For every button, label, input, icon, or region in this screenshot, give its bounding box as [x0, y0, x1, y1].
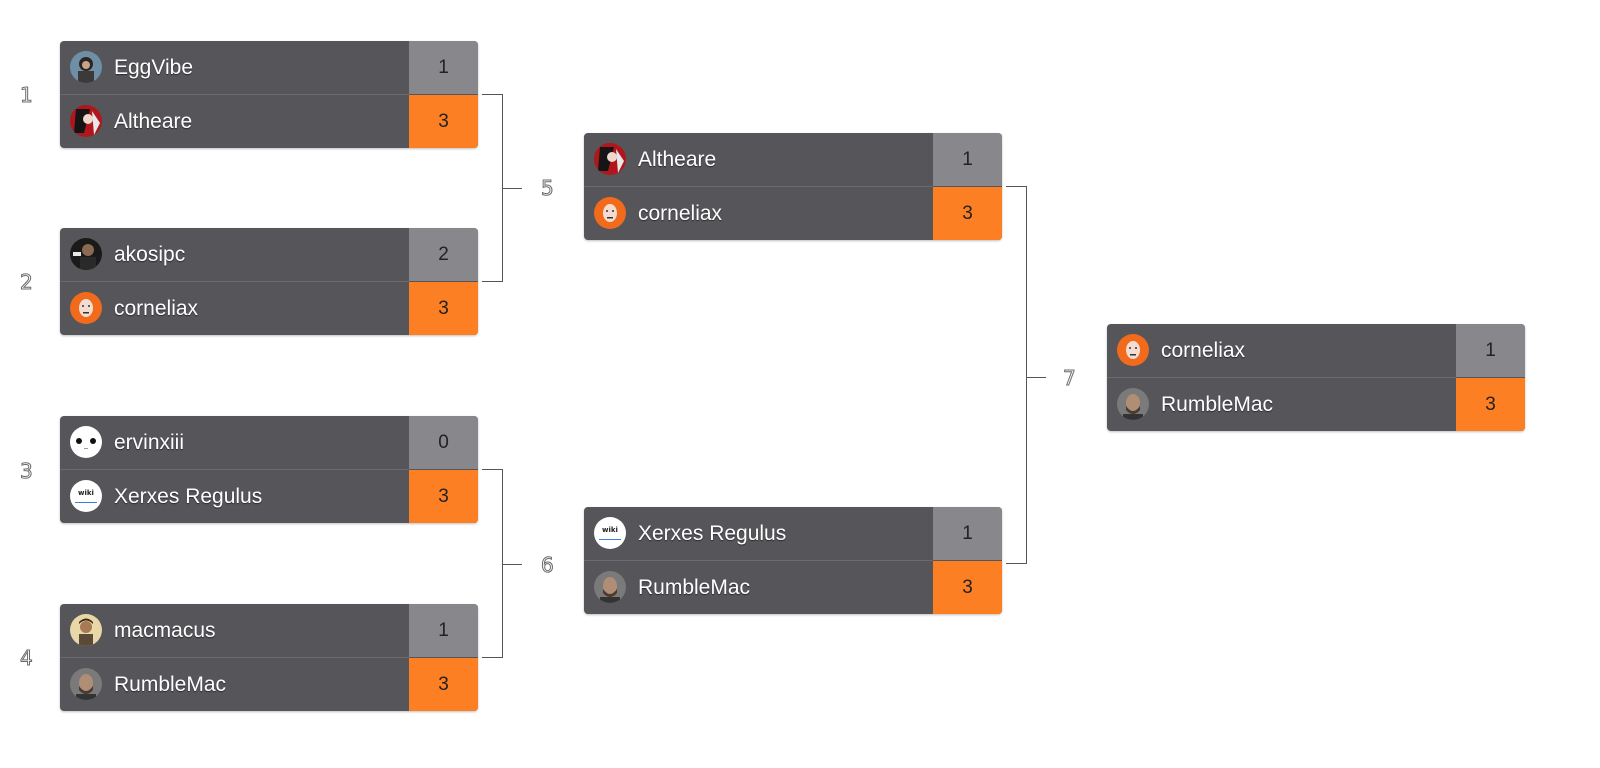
connector-1-2 — [482, 94, 503, 282]
participant-score: 1 — [409, 604, 478, 657]
row-divider — [60, 94, 409, 95]
participant-score: 3 — [933, 187, 1002, 240]
row-divider — [1107, 377, 1456, 378]
participant-row[interactable]: akosipc 2 — [60, 228, 478, 281]
participant-score: 1 — [933, 133, 1002, 186]
connector-tick-6 — [503, 564, 522, 565]
participant-name: corneliax — [114, 297, 199, 320]
participant-name: Altheare — [638, 148, 717, 171]
participant-row[interactable]: wiki Xerxes Regulus 1 — [584, 507, 1002, 560]
match-number-4: 4 — [20, 646, 34, 671]
participant-score: 1 — [1456, 324, 1525, 377]
match-card-3[interactable]: ervinxiii 0 wiki Xerxes Regulus 3 — [60, 416, 478, 523]
participant-name: Altheare — [114, 110, 193, 133]
participant-score: 1 — [933, 507, 1002, 560]
participant-score: 0 — [409, 416, 478, 469]
match-number-5: 5 — [541, 176, 555, 201]
participant-row[interactable]: Altheare 1 — [584, 133, 1002, 186]
rumblemac-avatar-icon — [594, 571, 626, 603]
match-number-3: 3 — [20, 459, 34, 484]
participant-row[interactable]: EggVibe 1 — [60, 41, 478, 94]
match-number-6: 6 — [541, 553, 555, 578]
participant-row[interactable]: corneliax 3 — [584, 187, 1002, 240]
participant-name: EggVibe — [114, 56, 194, 79]
participant-score: 3 — [409, 658, 478, 711]
participant-row[interactable]: macmacus 1 — [60, 604, 478, 657]
participant-name: akosipc — [114, 243, 186, 266]
participant-name: Xerxes Regulus — [114, 485, 263, 508]
wiki-avatar-text: wiki — [78, 489, 94, 497]
rumblemac-avatar-icon — [1117, 388, 1149, 420]
participant-name: RumbleMac — [1161, 393, 1274, 416]
participant-name: RumbleMac — [114, 673, 227, 696]
connector-tick-5 — [503, 188, 522, 189]
match-card-4[interactable]: macmacus 1 RumbleMac 3 — [60, 604, 478, 711]
row-divider — [584, 186, 933, 187]
corneliax-avatar-icon — [594, 197, 626, 229]
altheare-avatar-icon — [594, 143, 626, 175]
row-divider — [584, 560, 933, 561]
match-card-5[interactable]: Altheare 1 corneliax 3 — [584, 133, 1002, 240]
wiki-avatar-icon: wiki — [594, 517, 626, 549]
connector-3-4 — [482, 469, 503, 658]
participant-row[interactable]: RumbleMac 3 — [584, 561, 1002, 614]
corneliax-avatar-icon — [1117, 334, 1149, 366]
connector-5-6 — [1006, 186, 1027, 564]
participant-score: 3 — [933, 561, 1002, 614]
row-divider — [60, 281, 409, 282]
participant-row[interactable]: Altheare 3 — [60, 95, 478, 148]
participant-row[interactable]: RumbleMac 3 — [1107, 378, 1525, 431]
connector-tick-7 — [1027, 377, 1046, 378]
participant-score: 3 — [1456, 378, 1525, 431]
match-card-7[interactable]: corneliax 1 RumbleMac 3 — [1107, 324, 1525, 431]
participant-name: corneliax — [1161, 339, 1246, 362]
match-number-1: 1 — [20, 83, 34, 108]
altheare-avatar-icon — [70, 105, 102, 137]
match-card-2[interactable]: akosipc 2 corneliax 3 — [60, 228, 478, 335]
participant-name: ervinxiii — [114, 431, 185, 454]
participant-score: 3 — [409, 95, 478, 148]
wiki-avatar-icon: wiki — [70, 480, 102, 512]
participant-row[interactable]: ervinxiii 0 — [60, 416, 478, 469]
participant-name: Xerxes Regulus — [638, 522, 787, 545]
match-card-6[interactable]: wiki Xerxes Regulus 1 RumbleMac 3 — [584, 507, 1002, 614]
participant-name: corneliax — [638, 202, 723, 225]
corneliax-avatar-icon — [70, 292, 102, 324]
participant-score: 1 — [409, 41, 478, 94]
participant-score: 2 — [409, 228, 478, 281]
row-divider — [60, 469, 409, 470]
rumblemac-avatar-icon — [70, 668, 102, 700]
participant-name: macmacus — [114, 619, 216, 642]
ervinxiii-avatar-icon — [70, 426, 102, 458]
akosipc-avatar-icon — [70, 238, 102, 270]
participant-row[interactable]: corneliax 1 — [1107, 324, 1525, 377]
participant-score: 3 — [409, 282, 478, 335]
wiki-avatar-text: wiki — [602, 526, 618, 534]
match-card-1[interactable]: EggVibe 1 Altheare 3 — [60, 41, 478, 148]
eggvibe-avatar-icon — [70, 51, 102, 83]
participant-row[interactable]: RumbleMac 3 — [60, 658, 478, 711]
match-number-7: 7 — [1063, 366, 1077, 391]
participant-row[interactable]: wiki Xerxes Regulus 3 — [60, 470, 478, 523]
participant-score: 3 — [409, 470, 478, 523]
match-number-2: 2 — [20, 270, 34, 295]
participant-name: RumbleMac — [638, 576, 751, 599]
participant-row[interactable]: corneliax 3 — [60, 282, 478, 335]
row-divider — [60, 657, 409, 658]
macmacus-avatar-icon — [70, 614, 102, 646]
